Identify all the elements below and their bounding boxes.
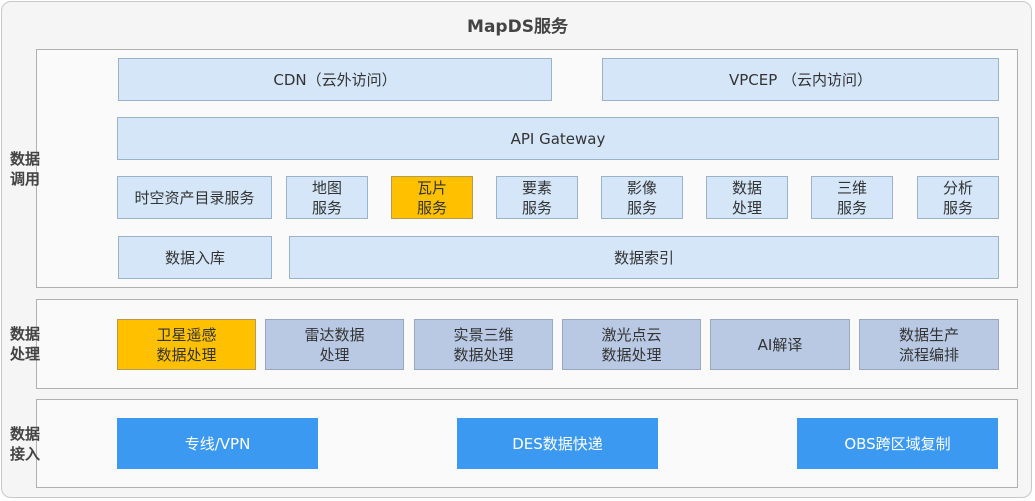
process-workflow-box: 数据生产流程编排 bbox=[859, 319, 999, 370]
section-label-invoke: 数据调用 bbox=[10, 149, 50, 189]
ingest-des-box: DES数据快递 bbox=[457, 418, 658, 469]
section-label-process: 数据处理 bbox=[10, 324, 50, 364]
service-tile-box: 瓦片服务 bbox=[391, 176, 473, 219]
process-lidar-box: 激光点云数据处理 bbox=[562, 319, 701, 370]
data-storage-box: 数据入库 bbox=[118, 236, 272, 279]
data-index-box: 数据索引 bbox=[289, 236, 999, 279]
ingest-obs-box: OBS跨区域复制 bbox=[797, 418, 998, 469]
api-gateway-box: API Gateway bbox=[117, 117, 999, 160]
service-analysis-box: 分析服务 bbox=[917, 176, 999, 219]
vpcep-box: VPCEP （云内访问） bbox=[602, 58, 999, 101]
section-label-process-text: 数据处理 bbox=[10, 325, 41, 363]
section-label-invoke-text: 数据调用 bbox=[10, 150, 41, 188]
process-radar-box: 雷达数据处理 bbox=[265, 319, 404, 370]
process-satellite-box: 卫星遥感数据处理 bbox=[117, 319, 256, 370]
service-map-box: 地图服务 bbox=[286, 176, 368, 219]
service-image-box: 影像服务 bbox=[601, 176, 683, 219]
cdn-box: CDN（云外访问） bbox=[118, 58, 552, 101]
service-3d-box: 三维服务 bbox=[811, 176, 893, 219]
service-catalog-box: 时空资产目录服务 bbox=[117, 176, 272, 219]
service-feature-box: 要素服务 bbox=[496, 176, 578, 219]
process-ai-box: AI解译 bbox=[710, 319, 850, 370]
section-label-ingest: 数据接入 bbox=[10, 424, 50, 464]
section-label-ingest-text: 数据接入 bbox=[10, 425, 41, 463]
ingest-vpn-box: 专线/VPN bbox=[117, 418, 318, 469]
service-processing-box: 数据处理 bbox=[706, 176, 788, 219]
diagram-title: MapDS服务 bbox=[467, 17, 568, 37]
process-3d-scene-box: 实景三维数据处理 bbox=[414, 319, 553, 370]
